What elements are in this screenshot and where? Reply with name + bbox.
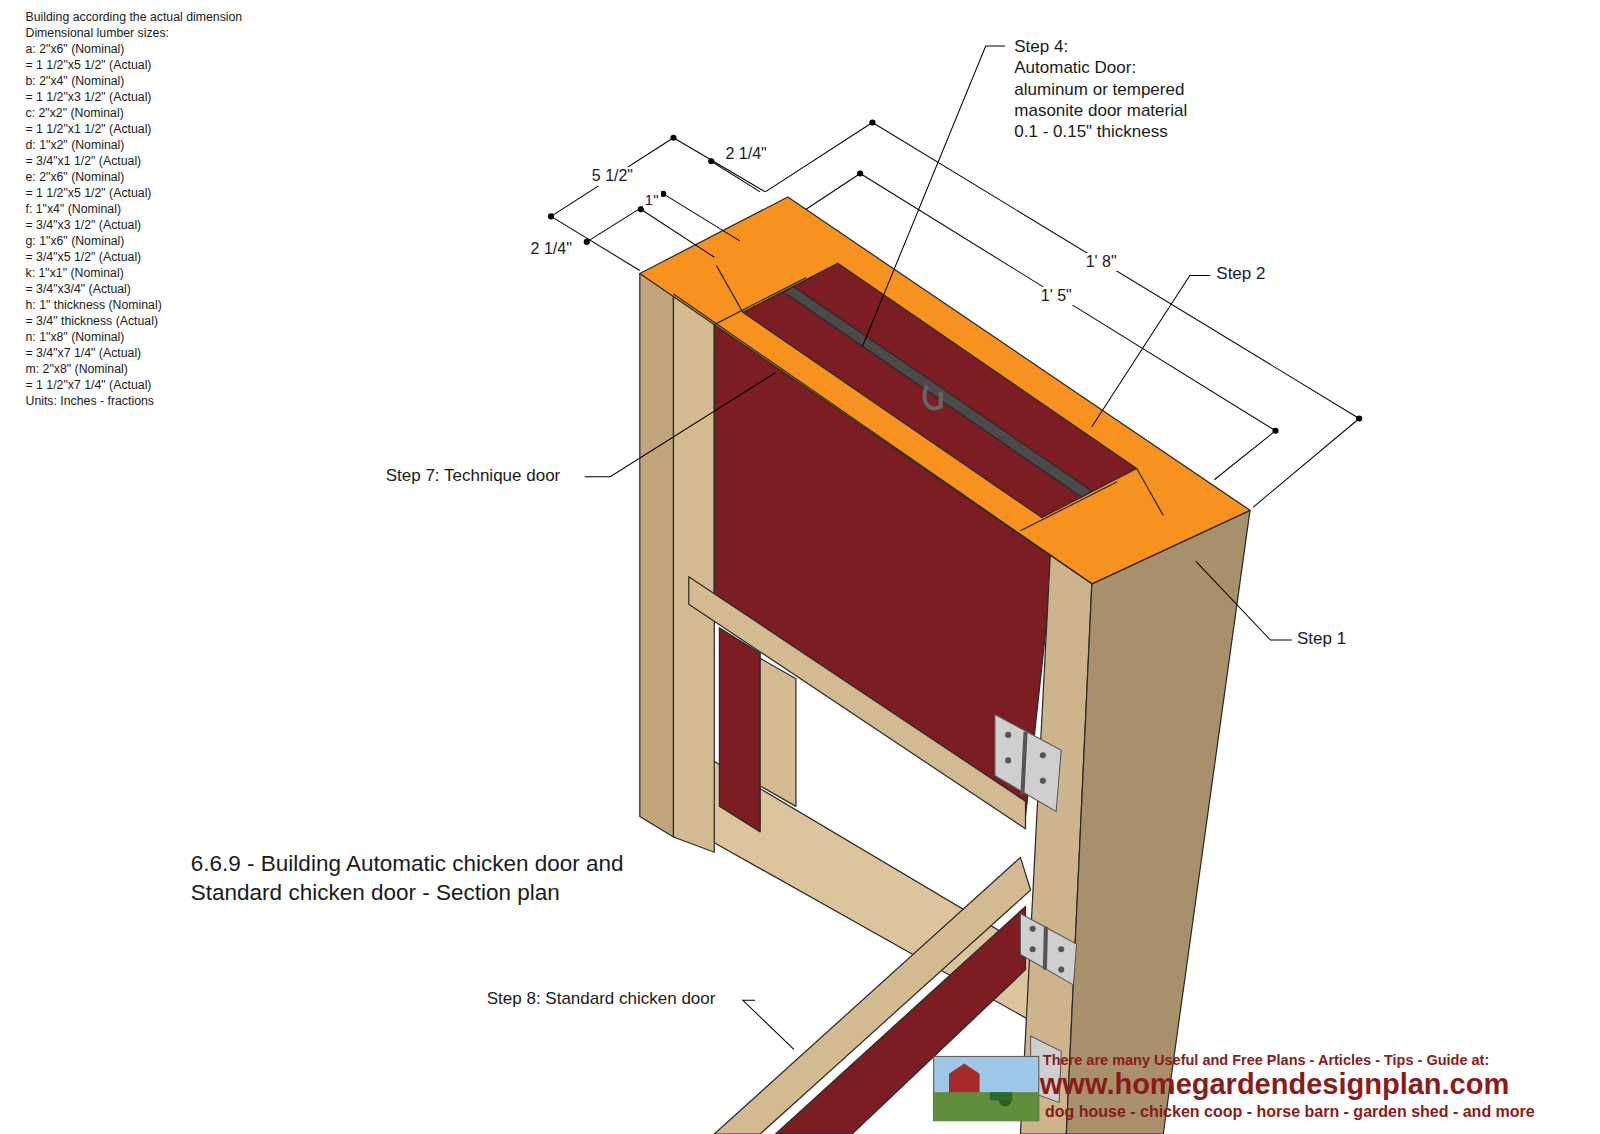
lumber-note: h: 1" thickness (Nominal) [26, 298, 162, 312]
dimension-lines [551, 122, 1359, 507]
dimension: 5 1/2" [590, 167, 635, 185]
lumber-note: = 1 1/2"x5 1/2" (Actual) [26, 186, 152, 200]
dimension-dots [548, 119, 1362, 433]
dimension: 1' 8" [1084, 253, 1119, 271]
lumber-note: n: 1"x8" (Nominal) [26, 330, 125, 344]
watermark-url: www.homegardendesignplan.com [1040, 1068, 1509, 1101]
lumber-note: a: 2"x6" (Nominal) [26, 42, 125, 56]
callout: masonite door material [1014, 101, 1187, 121]
lumber-note: = 1 1/2"x5 1/2" (Actual) [26, 58, 152, 72]
lumber-note: = 3/4"x1 1/2" (Actual) [26, 154, 142, 168]
lumber-note: = 3/4"x5 1/2" (Actual) [26, 250, 142, 264]
callout: Step 8: Standard chicken door [487, 989, 716, 1009]
lumber-note: g: 1"x6" (Nominal) [26, 234, 125, 248]
dimension: 1' 5" [1039, 287, 1074, 305]
hinges [995, 714, 1077, 1102]
watermark: dog house - chicken coop - horse barn - … [1045, 1103, 1535, 1121]
lumber-note: e: 2"x6" (Nominal) [26, 170, 125, 184]
lumber-note: f: 1"x4" (Nominal) [26, 202, 122, 216]
dimension: 2 1/4" [723, 145, 768, 163]
callout: Step 2 [1216, 264, 1265, 284]
callout: Step 4: [1014, 37, 1068, 57]
lumber-note: = 3/4"x3/4" (Actual) [26, 282, 131, 296]
lumber-note: Units: Inches - fractions [26, 394, 154, 408]
watermark: There are many Useful and Free Plans - A… [1043, 1052, 1489, 1069]
lumber-note: = 1 1/2"x7 1/4" (Actual) [26, 378, 152, 392]
lumber-note: d: 1"x2" (Nominal) [26, 138, 125, 152]
callout: Step 7: Technique door [386, 466, 561, 486]
automatic-door [784, 287, 1092, 497]
dimension: 1" [643, 191, 661, 208]
lumber-note: m: 2"x8" (Nominal) [26, 362, 128, 376]
logo-picture [934, 1056, 1039, 1120]
callout: Step 1 [1297, 629, 1346, 649]
lumber-note: k: 1"x1" (Nominal) [26, 266, 124, 280]
lumber-note: c: 2"x2" (Nominal) [26, 106, 124, 120]
drawing-title: 6.6.9 - Building Automatic chicken door … [191, 850, 631, 907]
lumber-note: = 3/4"x3 1/2" (Actual) [26, 218, 142, 232]
callout: 0.1 - 0.15" thickness [1014, 122, 1167, 142]
dimension: 2 1/4" [529, 240, 574, 258]
lumber-note: = 1 1/2"x1 1/2" (Actual) [26, 122, 152, 136]
lumber-note: = 3/4" thickness (Actual) [26, 314, 159, 328]
callout: Automatic Door: [1014, 58, 1136, 78]
lumber-note: b: 2"x4" (Nominal) [26, 74, 125, 88]
coop-frame [640, 197, 1250, 1134]
top-frame [640, 197, 1250, 584]
lumber-note: Building according the actual dimension [26, 10, 243, 24]
lumber-note: Dimensional lumber sizes: [26, 26, 170, 40]
lumber-note: = 1 1/2"x3 1/2" (Actual) [26, 90, 152, 104]
lumber-note: = 3/4"x7 1/4" (Actual) [26, 346, 142, 360]
callout: aluminum or tempered [1014, 80, 1184, 100]
leader-lines [585, 46, 1292, 1049]
